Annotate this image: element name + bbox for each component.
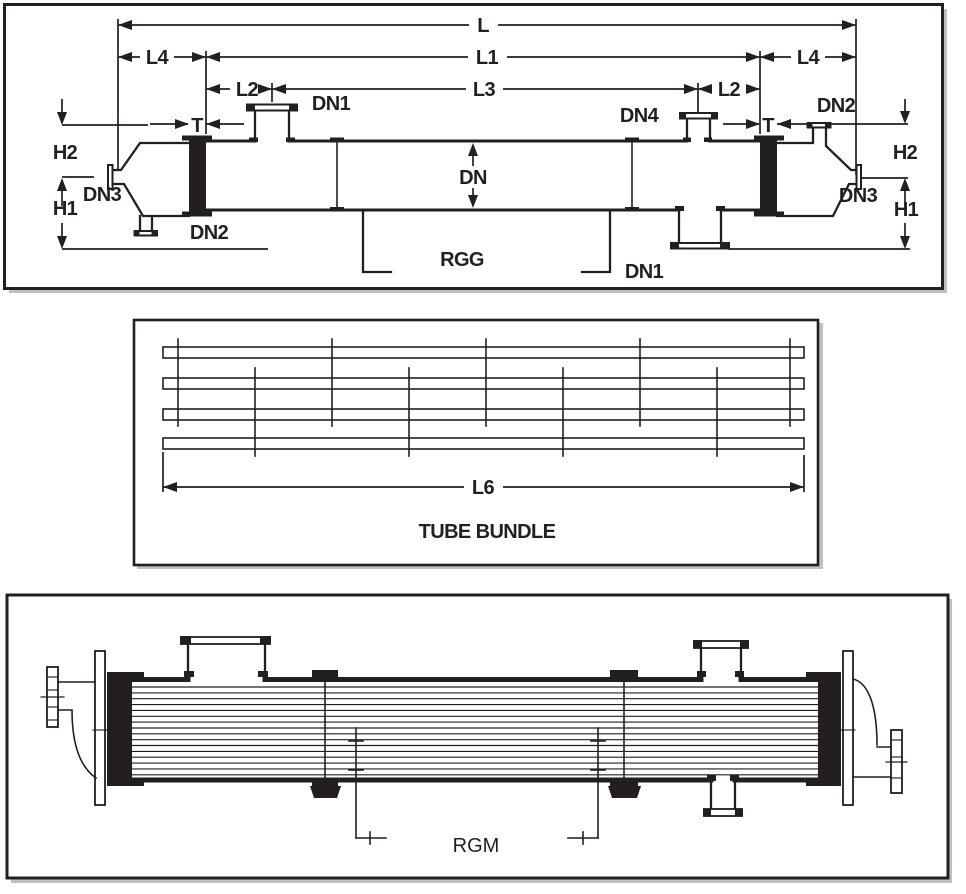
channel-right [775, 122, 862, 218]
panel-ga-rgg: L L1 L4 L4 L3 L2 L2 T T DN H2 H1 H2 H1 D… [3, 3, 947, 293]
dim-label-L1: L1 [476, 47, 499, 69]
saddle-left [310, 786, 341, 798]
panel-border [5, 593, 950, 880]
bonnet-right [840, 650, 908, 806]
nozzle-label-DN3-right: DN3 [839, 185, 878, 207]
dn3-flange-right [855, 164, 862, 190]
girth-flange-left [94, 650, 106, 806]
baffles-and-saddles [310, 670, 641, 798]
dimension-l6 [162, 452, 805, 492]
caption-tube-bundle: TUBE BUNDLE [419, 521, 556, 543]
nozzle-top-right [693, 640, 749, 680]
nozzle-bottom-right [703, 775, 743, 817]
saddle-left [361, 210, 393, 274]
dim-label-H2-left: H2 [53, 142, 78, 164]
channel-left [107, 141, 191, 237]
nozzle-label-DN1-top: DN1 [312, 93, 351, 115]
dim-label-DN: DN [459, 167, 487, 189]
weld-pads [132, 672, 818, 786]
panel-tube-bundle: L6 TUBE BUNDLE [132, 318, 823, 569]
dim-label-H1-right: H1 [894, 199, 919, 221]
rgm-drawing: RGM [40, 636, 908, 857]
girth-flange-right [842, 650, 854, 806]
tubes [162, 346, 805, 450]
saddle-right [580, 210, 612, 274]
dim-label-L4-left: L4 [146, 47, 170, 69]
dim-label-T-right: T [762, 115, 774, 137]
tubesheet-right [754, 135, 784, 217]
tube-bundle-drawing: L6 TUBE BUNDLE [162, 338, 805, 543]
baffles-and-couplings [330, 137, 639, 212]
dn3-flange-left [107, 164, 114, 190]
nozzle-label-DN2-right: DN2 [817, 95, 856, 117]
tubesheet-left [107, 672, 132, 786]
model-label-RGG: RGG [440, 249, 484, 271]
dim-label-L: L [477, 15, 489, 37]
dimension-lines [57, 19, 910, 250]
dim-label-L2-right: L2 [718, 79, 741, 101]
nozzle-label-DN2-left: DN2 [190, 222, 229, 244]
panel-rgm: RGM [5, 593, 952, 883]
nozzle-label-DN1-bottom: DN1 [625, 261, 664, 283]
shell-assembly [107, 103, 862, 274]
nozzle-label-DN3-left: DN3 [83, 184, 122, 206]
bonnet-left [40, 650, 108, 806]
dip-pipe-left [348, 727, 387, 845]
nozzle-dn1-top [246, 103, 298, 143]
dim-label-L2-left: L2 [236, 79, 259, 101]
model-label-RGM: RGM [453, 835, 500, 857]
tubesheet-right [818, 672, 841, 786]
nozzle-top-right [679, 112, 718, 143]
nozzle-label-DN4: DN4 [620, 105, 660, 127]
saddle-right [608, 786, 641, 798]
dip-pipe-right [567, 727, 606, 845]
ga-labels: L L1 L4 L4 L3 L2 L2 T T DN H2 H1 H2 H1 D… [53, 15, 919, 283]
baffle-ticks [177, 338, 791, 457]
tubesheet-left [182, 135, 212, 217]
shell-walls [129, 677, 821, 783]
nozzle-bottom-right [670, 206, 730, 250]
dim-label-H1-left: H1 [53, 198, 78, 220]
dim-label-T-left: T [191, 115, 203, 137]
shell-outline [204, 139, 762, 212]
dim-label-L4-right: L4 [797, 47, 821, 69]
dim-label-H2-right: H2 [893, 142, 918, 164]
dim-label-L6: L6 [472, 477, 495, 499]
tube-lines [130, 686, 819, 776]
dim-label-L3: L3 [473, 79, 496, 101]
nozzle-top-left [180, 636, 271, 680]
